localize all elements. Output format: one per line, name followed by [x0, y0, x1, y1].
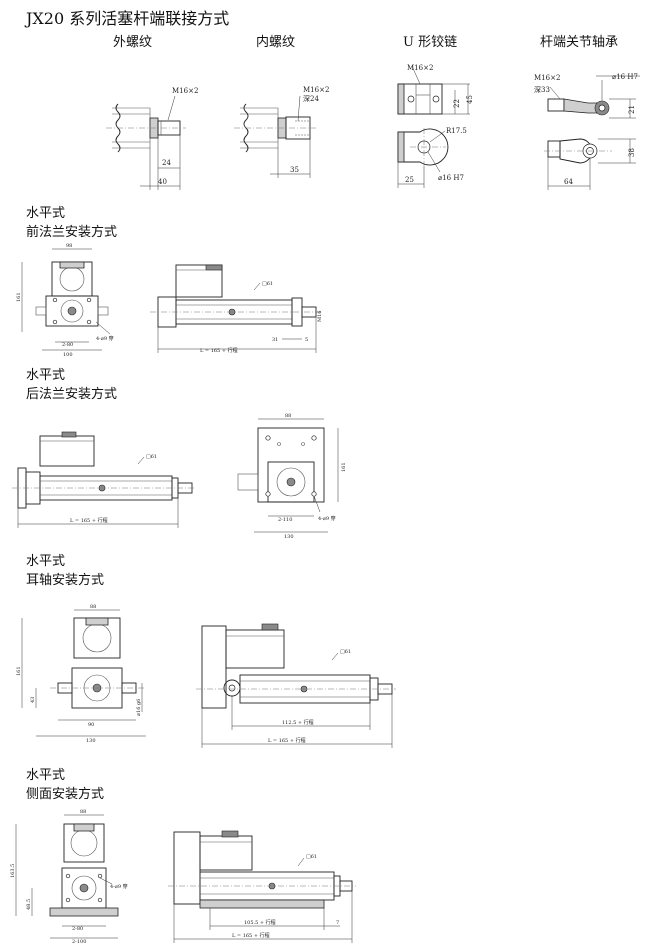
section-title: 水平式: [26, 206, 66, 221]
rear-flange-end-view: 88 161 4-⌀9 穿 2-110 130: [237, 413, 347, 540]
side-mount-n1: 7: [336, 920, 339, 926]
rod-bearing-dim1: 21: [628, 105, 636, 114]
internal-thread-depth: 深24: [303, 94, 319, 103]
rod-bearing-dim2: 38: [628, 148, 636, 157]
rear-flange-length: L = 165 + 行程: [70, 517, 108, 524]
internal-thread-dim1: 35: [290, 166, 299, 174]
trunnion-length: L = 165 + 行程: [268, 737, 306, 744]
section-subtitle: 后法兰安装方式: [26, 387, 118, 402]
u-hinge-thread-label: M16×2: [407, 64, 433, 72]
section-title: 水平式: [26, 368, 66, 383]
trunnion-h2: 43: [30, 697, 36, 703]
section-subtitle: 侧面安装方式: [26, 787, 105, 802]
section-title: 水平式: [26, 554, 66, 569]
front-flange-side-view: □61 M16 L = 165 + 行程 31 5: [150, 264, 323, 354]
rear-flange-pitch: 2-110: [278, 517, 292, 523]
trunnion-w3: 130: [86, 738, 96, 744]
section-subtitle: 前法兰安装方式: [26, 225, 118, 240]
section-rear-flange-heading: 水平式 后法兰安装方式: [26, 366, 117, 404]
front-flange-n1: 31: [272, 337, 278, 343]
front-flange-w2: 100: [63, 352, 73, 358]
trunnion-h1: 161: [16, 666, 22, 676]
trunnion-len2: 112.5 + 行程: [282, 719, 314, 726]
front-flange-holes: 4-⌀9 穿: [96, 335, 114, 342]
front-flange-end-view: 98 161 4-⌀9 穿 2-80 100: [16, 243, 114, 358]
rear-flange-holes: 4-⌀9 穿: [318, 515, 336, 522]
side-mount-holes: 4-⌀9 穿: [110, 883, 128, 890]
section-subtitle: 耳轴安装方式: [26, 573, 105, 588]
header-rod-bearing: 杆端关节轴承: [540, 35, 619, 50]
u-hinge-dim2: 45: [466, 95, 474, 104]
trunnion-square: □61: [340, 649, 351, 655]
u-hinge-bore: ⌀16 H7: [438, 174, 464, 182]
internal-thread-label: M16×2: [303, 86, 329, 94]
header-u-hinge: U 形铰链: [403, 35, 458, 50]
trunnion-shaft: ⌀16 g6: [136, 699, 142, 716]
rear-flange-w1: 88: [285, 413, 291, 419]
rod-bearing-dim3: 64: [564, 178, 573, 186]
side-mount-length: L = 165 + 行程: [232, 932, 270, 939]
side-mount-h2: 48.5: [26, 899, 32, 910]
rod-bearing-depth: 深33: [534, 85, 550, 94]
trunnion-w2: 90: [88, 722, 94, 728]
side-mount-square: □61: [306, 854, 317, 860]
rear-flange-side-view: □61 L = 165 + 行程: [12, 431, 196, 528]
u-hinge-dim3: 25: [405, 176, 414, 184]
u-hinge-dim1: 22: [453, 99, 461, 108]
front-flange-n2: 5: [305, 337, 308, 343]
external-thread-label: M16×2: [172, 87, 198, 95]
rear-flange-w2: 130: [284, 534, 294, 540]
section-front-flange-heading: 水平式 前法兰安装方式: [26, 204, 117, 242]
trunnion-end-view: 88 161 43 ⌀16 g6 90 130: [16, 604, 146, 744]
rear-flange-h1: 161: [341, 462, 347, 472]
rear-flange-square: □61: [146, 454, 157, 460]
external-thread-drawing: M16×2 24 40: [106, 87, 198, 190]
section-trunnion-heading: 水平式 耳轴安装方式: [26, 552, 104, 590]
page-title: JX20 系列活塞杆端联接方式: [26, 9, 230, 28]
header-external-thread: 外螺纹: [113, 35, 153, 50]
rod-bearing-thread-label: M16×2: [534, 74, 560, 82]
rod-bearing-drawing: M16×2 深33 ⌀16 H7 21 38 64: [534, 73, 640, 190]
u-hinge-radius: R17.5: [446, 127, 467, 135]
u-hinge-drawing: M16×2 22 45 R17.5 25 ⌀16 H7: [397, 64, 474, 188]
header-internal-thread: 内螺纹: [256, 35, 296, 50]
internal-thread-drawing: M16×2 深24 35: [234, 86, 329, 178]
front-flange-rod: M16: [317, 311, 323, 322]
front-flange-h1: 161: [16, 292, 22, 302]
front-flange-pitch: 2-80: [62, 342, 73, 348]
section-title: 水平式: [26, 768, 66, 783]
section-side-mount-heading: 水平式 侧面安装方式: [26, 766, 104, 804]
front-flange-w1: 98: [66, 243, 72, 249]
side-mount-w1: 88: [80, 809, 86, 815]
external-thread-dim1: 24: [162, 159, 171, 167]
side-mount-end-view: 88 163.5 48.5 4-⌀9 穿 2-80 2-100: [10, 809, 128, 945]
side-mount-w2: 2-100: [72, 939, 86, 945]
side-mount-len2: 105.5 + 行程: [244, 919, 276, 926]
front-flange-length: L = 165 + 行程: [200, 347, 238, 354]
side-mount-h1: 163.5: [10, 864, 16, 878]
rod-bearing-bore-label: ⌀16 H7: [612, 73, 638, 81]
front-flange-square: □61: [262, 281, 273, 287]
external-thread-dim2: 40: [158, 178, 167, 186]
side-mount-pitch: 2-80: [72, 926, 83, 932]
trunnion-w1: 88: [90, 604, 96, 610]
side-mount-side-view: □61 105.5 + 行程 7 L = 165 + 行程: [168, 830, 356, 943]
trunnion-side-view: □61 112.5 + 行程 L = 165 + 行程: [196, 623, 396, 748]
